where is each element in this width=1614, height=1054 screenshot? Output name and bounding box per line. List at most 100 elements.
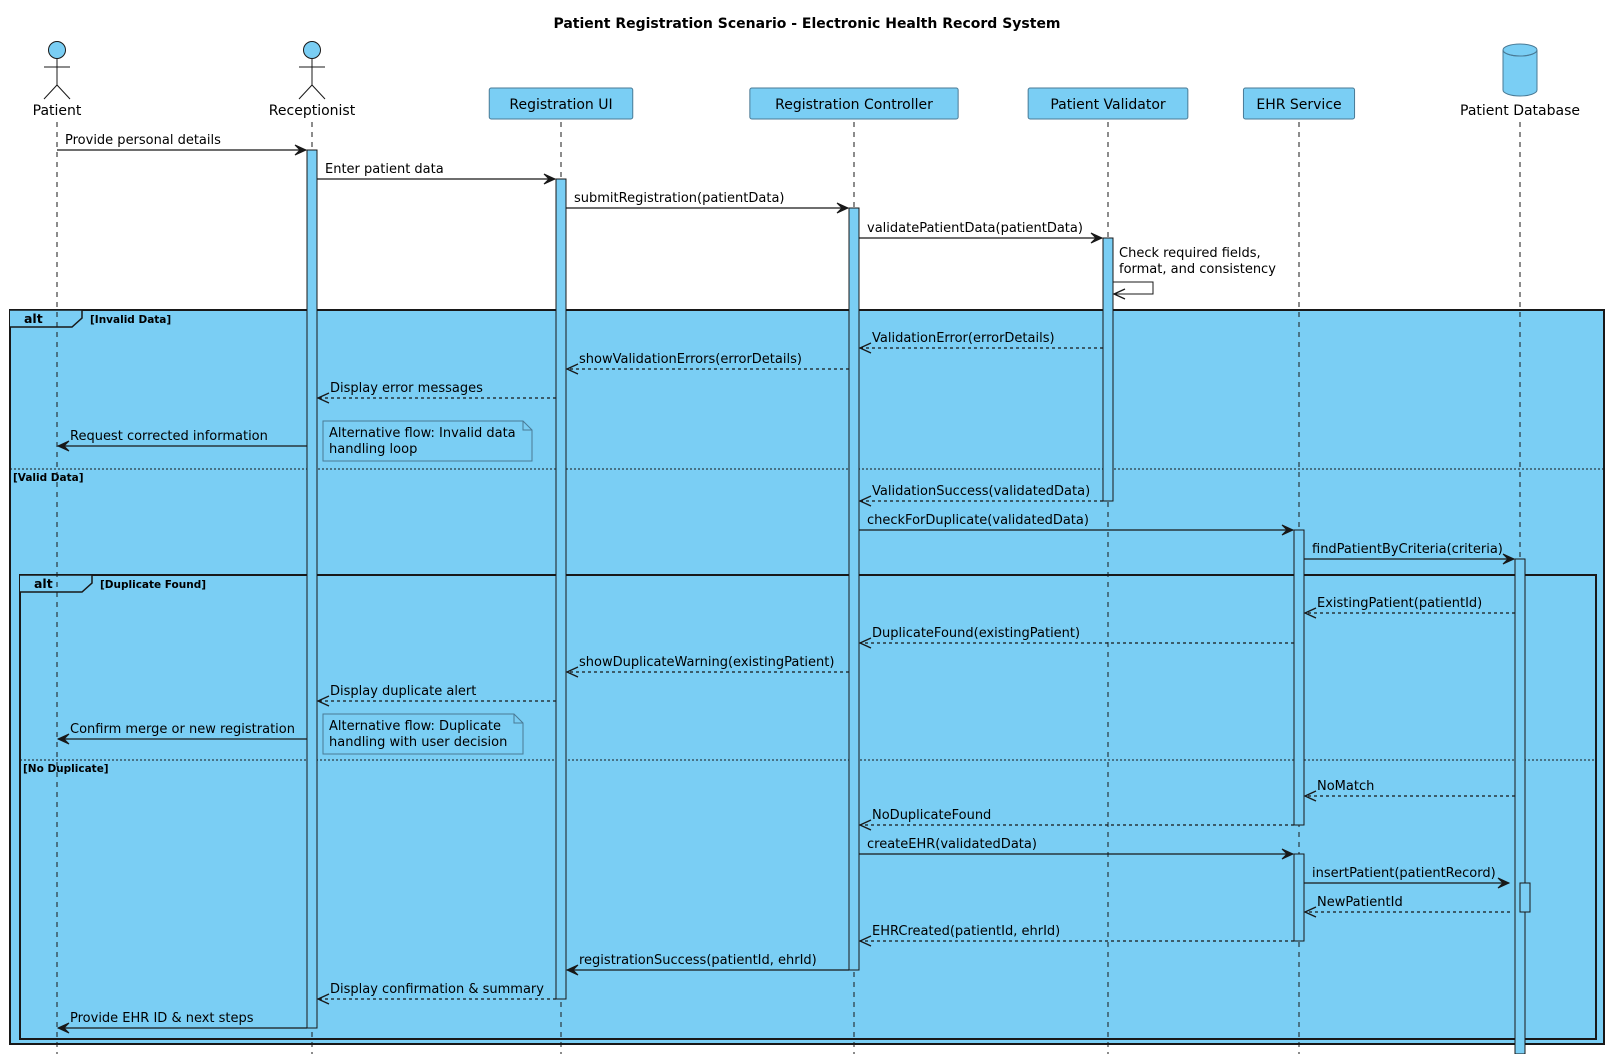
alt-guard: [Invalid Data] — [90, 314, 171, 326]
message-label: findPatientByCriteria(criteria) — [1312, 542, 1503, 557]
activation-bar — [1514, 558, 1526, 1054]
participant-label: Patient Validator — [1050, 97, 1166, 113]
activation-bar — [306, 149, 318, 1029]
message-label: Enter patient data — [325, 162, 444, 177]
arrowhead — [858, 637, 872, 649]
message: Display confirmation & summary — [316, 982, 556, 1005]
participant-ehr: EHR Service — [1242, 87, 1356, 120]
arrowhead — [858, 342, 872, 354]
participant-ui: Registration UI — [488, 87, 634, 120]
message: submitRegistration(patientData) — [566, 191, 850, 214]
message: showDuplicateWarning(existingPatient) — [565, 655, 849, 678]
message-label: Confirm merge or new registration — [70, 722, 295, 737]
arrowhead — [1303, 790, 1317, 802]
alt-guard: [No Duplicate] — [23, 763, 109, 775]
activation-bar — [848, 207, 860, 971]
alt-fragment: alt [Duplicate Found] [No Duplicate] — [19, 574, 1597, 1040]
participant-label: Receptionist — [269, 103, 356, 119]
arrowhead — [56, 1022, 70, 1034]
arrowhead — [56, 733, 70, 745]
participant-label: EHR Service — [1256, 97, 1341, 113]
message: DuplicateFound(existingPatient) — [858, 626, 1294, 649]
message-label: ValidationSuccess(validatedData) — [872, 484, 1090, 499]
arrowhead — [565, 964, 579, 976]
note-text: handling loop — [329, 442, 417, 457]
message-label: checkForDuplicate(validatedData) — [867, 513, 1089, 528]
message-label: ValidationError(errorDetails) — [872, 331, 1055, 346]
message-label: Check required fields, — [1119, 246, 1261, 261]
alt-keyword: alt — [34, 576, 53, 591]
message: checkForDuplicate(validatedData) — [859, 513, 1295, 536]
arrowhead — [565, 363, 579, 375]
arrowhead — [565, 666, 579, 678]
message: NoMatch — [1303, 779, 1515, 802]
message-label: showDuplicateWarning(existingPatient) — [579, 655, 834, 670]
message-label: DuplicateFound(existingPatient) — [872, 626, 1080, 641]
message-label: ExistingPatient(patientId) — [1317, 596, 1482, 611]
participant-label: Registration Controller — [775, 97, 933, 113]
message: Provide personal details — [57, 133, 308, 156]
arrowhead — [56, 440, 70, 452]
arrowhead — [316, 392, 330, 404]
participant-receptionist: Receptionist — [269, 41, 356, 119]
message: showValidationErrors(errorDetails) — [565, 352, 849, 375]
alt-keyword: alt — [24, 311, 43, 326]
arrowhead — [858, 819, 872, 831]
message: NoDuplicateFound — [858, 808, 1294, 831]
message-label: NoMatch — [1317, 779, 1374, 794]
message: Provide EHR ID & next steps — [56, 1011, 307, 1034]
arrowhead — [858, 495, 872, 507]
message: Check required fields,format, and consis… — [1112, 246, 1276, 300]
message-label: Display duplicate alert — [330, 684, 476, 699]
message: Display duplicate alert — [316, 684, 556, 707]
arrowhead — [1497, 877, 1511, 889]
message: ValidationError(errorDetails) — [858, 331, 1103, 354]
message-label: validatePatientData(patientData) — [867, 221, 1083, 236]
alt-guard: [Valid Data] — [13, 472, 84, 484]
participant-label: Patient — [33, 103, 82, 119]
actor-icon — [298, 41, 326, 100]
message: createEHR(validatedData) — [859, 837, 1295, 860]
message: Request corrected information — [56, 429, 307, 452]
message-label: Provide EHR ID & next steps — [70, 1011, 254, 1026]
arrowhead — [858, 935, 872, 947]
arrowhead — [316, 993, 330, 1005]
participant-validator: Patient Validator — [1027, 87, 1189, 120]
message: NewPatientId — [1303, 895, 1510, 918]
message-label: registrationSuccess(patientId, ehrId) — [579, 953, 817, 968]
message: validatePatientData(patientData) — [859, 221, 1104, 244]
participant-db: Patient Database — [1460, 43, 1580, 119]
message: Display error messages — [316, 381, 556, 404]
activation-bar — [555, 178, 567, 1000]
message: insertPatient(patientRecord) — [1304, 866, 1511, 889]
message-label: format, and consistency — [1119, 262, 1276, 277]
message: findPatientByCriteria(criteria) — [1304, 542, 1516, 565]
activation-bar — [1293, 529, 1305, 826]
actor-icon — [43, 41, 71, 100]
message-label: showValidationErrors(errorDetails) — [579, 352, 802, 367]
message-label: NoDuplicateFound — [872, 808, 991, 823]
database-icon — [1502, 43, 1538, 97]
message-label: Request corrected information — [70, 429, 268, 444]
activation-bar — [1519, 882, 1531, 913]
arrowhead — [1090, 232, 1104, 244]
note-text: Alternative flow: Duplicate — [329, 719, 501, 734]
message: Enter patient data — [317, 162, 557, 185]
message-label: submitRegistration(patientData) — [574, 191, 784, 206]
note-text: handling with user decision — [329, 735, 507, 750]
participant-label: Registration UI — [509, 97, 612, 113]
participant-label: Patient Database — [1460, 103, 1580, 119]
participant-patient: Patient — [33, 41, 82, 119]
message-label: createEHR(validatedData) — [867, 837, 1037, 852]
diagram-title: Patient Registration Scenario - Electron… — [553, 16, 1060, 32]
arrowhead — [836, 202, 850, 214]
arrowhead — [1303, 906, 1317, 918]
arrowhead — [316, 695, 330, 707]
alt-guard: [Duplicate Found] — [100, 579, 206, 591]
message-label: Provide personal details — [65, 133, 221, 148]
arrowhead — [1502, 553, 1516, 565]
message-label: Display confirmation & summary — [330, 982, 544, 997]
